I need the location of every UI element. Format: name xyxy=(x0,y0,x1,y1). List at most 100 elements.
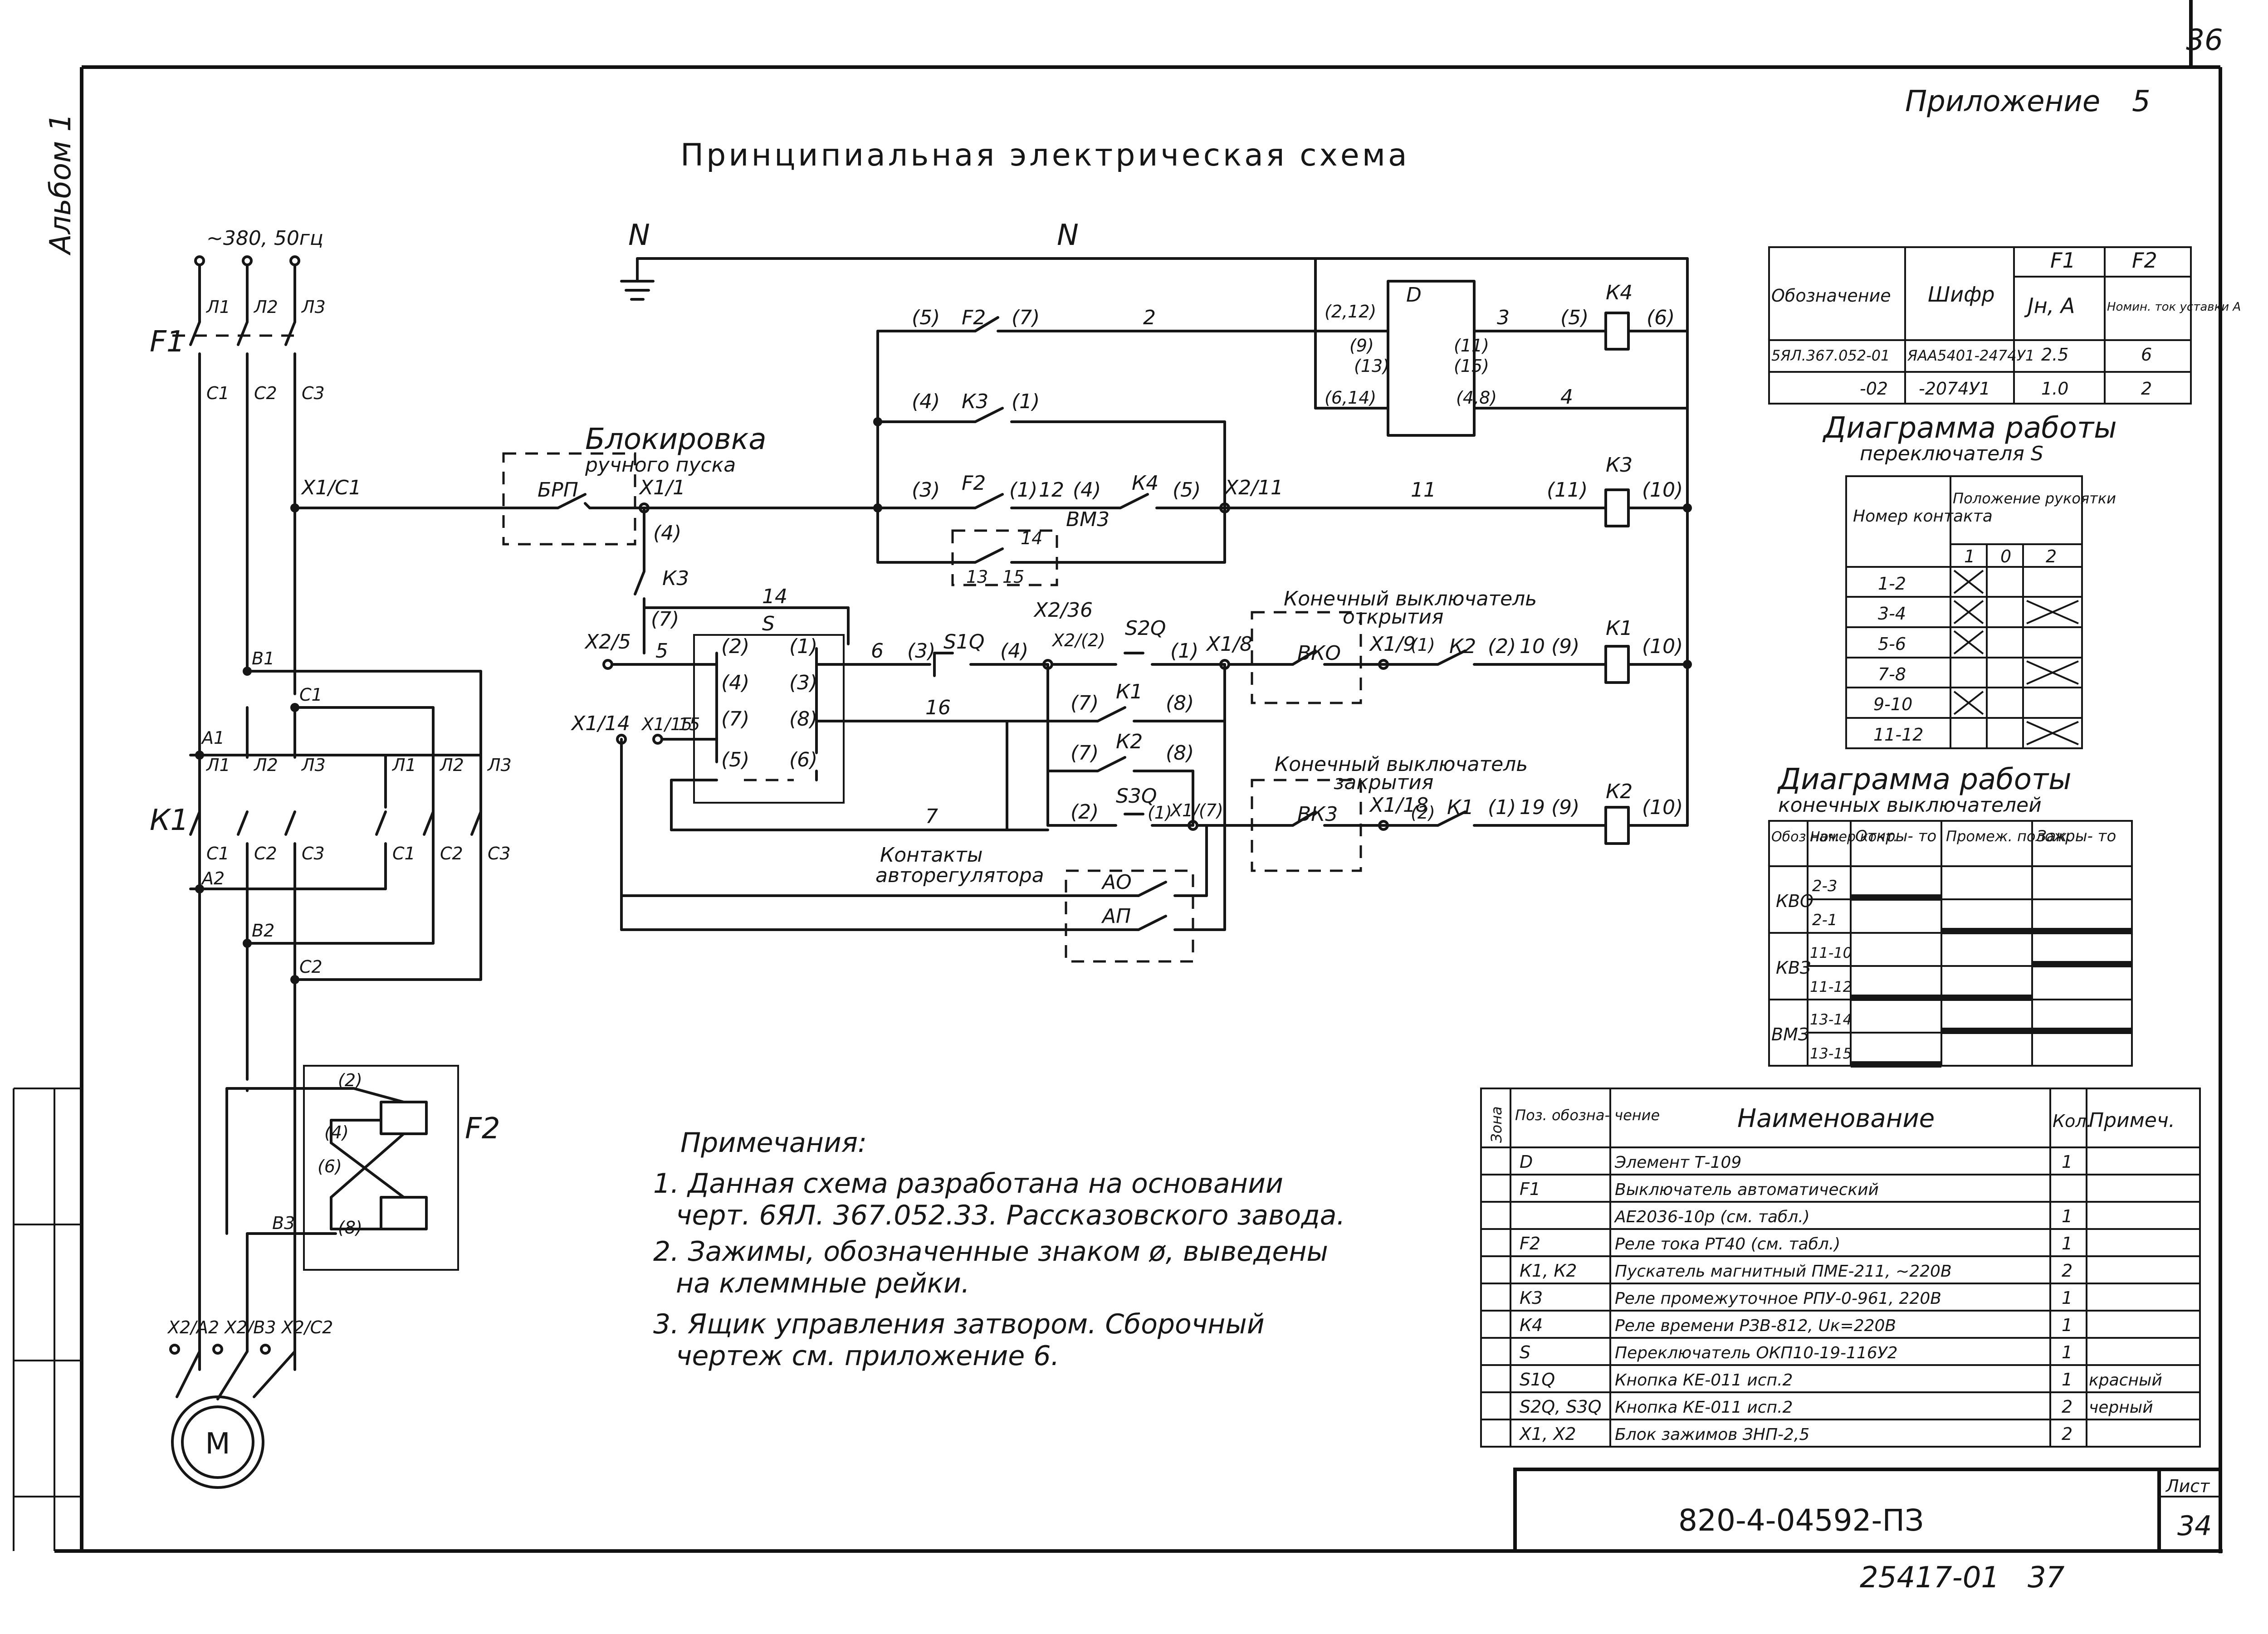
sheet-label: Лист xyxy=(2165,1476,2210,1496)
svg-text:К1: К1 xyxy=(1116,680,1143,703)
table-cell: К4 xyxy=(1520,1315,1543,1335)
s-diagram-cross xyxy=(2026,600,2079,624)
svg-text:(2): (2) xyxy=(1070,800,1099,824)
svg-text:F2: F2 xyxy=(2132,248,2157,273)
svg-text:14: 14 xyxy=(1021,528,1042,548)
svg-text:(2): (2) xyxy=(338,1070,362,1090)
svg-text:10: 10 xyxy=(1520,635,1545,658)
corner-number: 36 xyxy=(2186,24,2223,57)
s-diagram-cross xyxy=(2026,721,2079,746)
svg-text:(1): (1) xyxy=(1009,478,1037,502)
svg-text:В3: В3 xyxy=(272,1213,295,1233)
svg-text:7-8: 7-8 xyxy=(1878,664,1906,684)
svg-text:С2: С2 xyxy=(254,383,277,403)
svg-text:Примеч.: Примеч. xyxy=(2089,1109,2175,1132)
svg-text:X2/(2): X2/(2) xyxy=(1051,630,1105,650)
table-cell: 2 xyxy=(2062,1261,2072,1281)
svg-text:(1): (1) xyxy=(1012,390,1040,413)
svg-text:БРП: БРП xyxy=(538,478,578,502)
svg-text:Номин. ток уставки А: Номин. ток уставки А xyxy=(2107,300,2241,314)
svg-text:С1: С1 xyxy=(299,685,323,705)
svg-text:5-6: 5-6 xyxy=(1878,634,1906,654)
svg-text:11-12: 11-12 xyxy=(1873,725,1923,745)
svg-text:Конечный выключатель: Конечный выключатель xyxy=(1275,753,1528,776)
svg-text:Откры- то: Откры- то xyxy=(1855,827,1936,845)
svg-text:(10): (10) xyxy=(1642,635,1683,658)
svg-text:Промеж. полож.: Промеж. полож. xyxy=(1946,828,2071,845)
svg-text:Блокировка: Блокировка xyxy=(585,423,767,456)
svg-text:F2: F2 xyxy=(962,306,986,329)
table-cell: Элемент Т-109 xyxy=(1614,1153,1741,1172)
svg-text:1. Данная схема разработана на: 1. Данная схема разработана на основании xyxy=(653,1168,1283,1200)
svg-text:2: 2 xyxy=(2141,379,2152,399)
svg-text:(6): (6) xyxy=(1647,306,1675,329)
svg-text:ручного пуска: ручного пуска xyxy=(585,454,736,477)
svg-text:Л1: Л1 xyxy=(391,755,416,775)
svg-text:(9): (9) xyxy=(1349,336,1374,356)
table-cell: Реле тока РТ40 (см. табл.) xyxy=(1615,1235,1840,1254)
table-cell: 1 xyxy=(2062,1370,2072,1390)
svg-text:Диаграмма работы: Диаграмма работы xyxy=(1822,411,2117,445)
svg-text:11-12: 11-12 xyxy=(1810,978,1852,995)
k1-power-label: К1 xyxy=(150,804,189,837)
svg-text:(1): (1) xyxy=(1170,639,1198,663)
svg-text:Поз. обозна- чение: Поз. обозна- чение xyxy=(1515,1107,1660,1124)
switch-s-block xyxy=(693,634,845,804)
svg-text:S: S xyxy=(762,612,775,635)
motor-symbol xyxy=(171,1395,264,1489)
svg-text:Л2: Л2 xyxy=(253,297,278,317)
s-diagram-cross xyxy=(1953,630,1984,654)
svg-text:13: 13 xyxy=(966,567,988,587)
svg-text:К2: К2 xyxy=(1606,780,1633,803)
svg-text:К2: К2 xyxy=(1116,730,1143,753)
svg-text:авторегулятора: авторегулятора xyxy=(875,864,1044,887)
svg-text:(4,8): (4,8) xyxy=(1456,388,1497,408)
svg-text:Кол.: Кол. xyxy=(2053,1111,2092,1131)
svg-text:-02: -02 xyxy=(1860,379,1888,399)
title-block xyxy=(1513,1468,2222,1553)
svg-text:(4): (4) xyxy=(912,390,940,413)
svg-text:В2: В2 xyxy=(252,921,274,941)
svg-text:(8): (8) xyxy=(338,1218,362,1238)
svg-text:(11): (11) xyxy=(1547,478,1588,502)
svg-text:(4): (4) xyxy=(721,671,749,694)
svg-text:13-14: 13-14 xyxy=(1810,1011,1852,1028)
svg-text:С3: С3 xyxy=(302,383,325,403)
svg-text:ВК3: ВК3 xyxy=(1297,803,1338,826)
svg-text:(10): (10) xyxy=(1642,796,1683,819)
svg-text:3-4: 3-4 xyxy=(1878,604,1906,624)
svg-text:(2): (2) xyxy=(1488,635,1516,658)
svg-text:1-2: 1-2 xyxy=(1878,574,1906,594)
svg-text:1: 1 xyxy=(1964,546,1975,566)
svg-text:Jн, А: Jн, А xyxy=(2024,293,2075,318)
svg-text:С1: С1 xyxy=(206,383,230,403)
svg-text:открытия: открытия xyxy=(1343,605,1444,629)
table-cell: Пускатель магнитный ПМЕ-211, ~220В xyxy=(1615,1262,1952,1281)
svg-text:Номер контакта: Номер контакта xyxy=(1853,507,1993,526)
s-switch-diagram xyxy=(1845,475,2083,749)
svg-text:С3: С3 xyxy=(488,844,511,863)
s-diagram-cross xyxy=(1953,570,1984,594)
svg-text:Зона: Зона xyxy=(1488,1106,1505,1143)
svg-text:(13): (13) xyxy=(1354,356,1389,376)
table-row: АЕ2036-10р (см. табл.)1 xyxy=(1614,1206,2072,1226)
svg-text:2: 2 xyxy=(2046,546,2057,566)
s-diagram-cross xyxy=(1953,691,1984,715)
svg-text:5ЯЛ.367.052-01: 5ЯЛ.367.052-01 xyxy=(1771,347,1890,364)
svg-text:К1: К1 xyxy=(1606,617,1633,640)
drawing-frame xyxy=(13,0,2223,1553)
table-cell: Выключатель автоматический xyxy=(1615,1180,1879,1199)
svg-text:X1/8: X1/8 xyxy=(1206,633,1252,656)
table-cell: 1 xyxy=(2062,1152,2072,1172)
svg-text:Обоз нач.: Обоз нач. xyxy=(1771,829,1840,845)
svg-text:2-3: 2-3 xyxy=(1812,877,1838,895)
svg-text:3: 3 xyxy=(1497,306,1510,329)
svg-text:(5): (5) xyxy=(721,748,749,771)
svg-text:К3: К3 xyxy=(662,567,689,590)
table-cell: X1, X2 xyxy=(1519,1424,1576,1444)
supply-label: ~380, 50гц xyxy=(206,227,323,250)
svg-text:К1: К1 xyxy=(1447,796,1474,819)
